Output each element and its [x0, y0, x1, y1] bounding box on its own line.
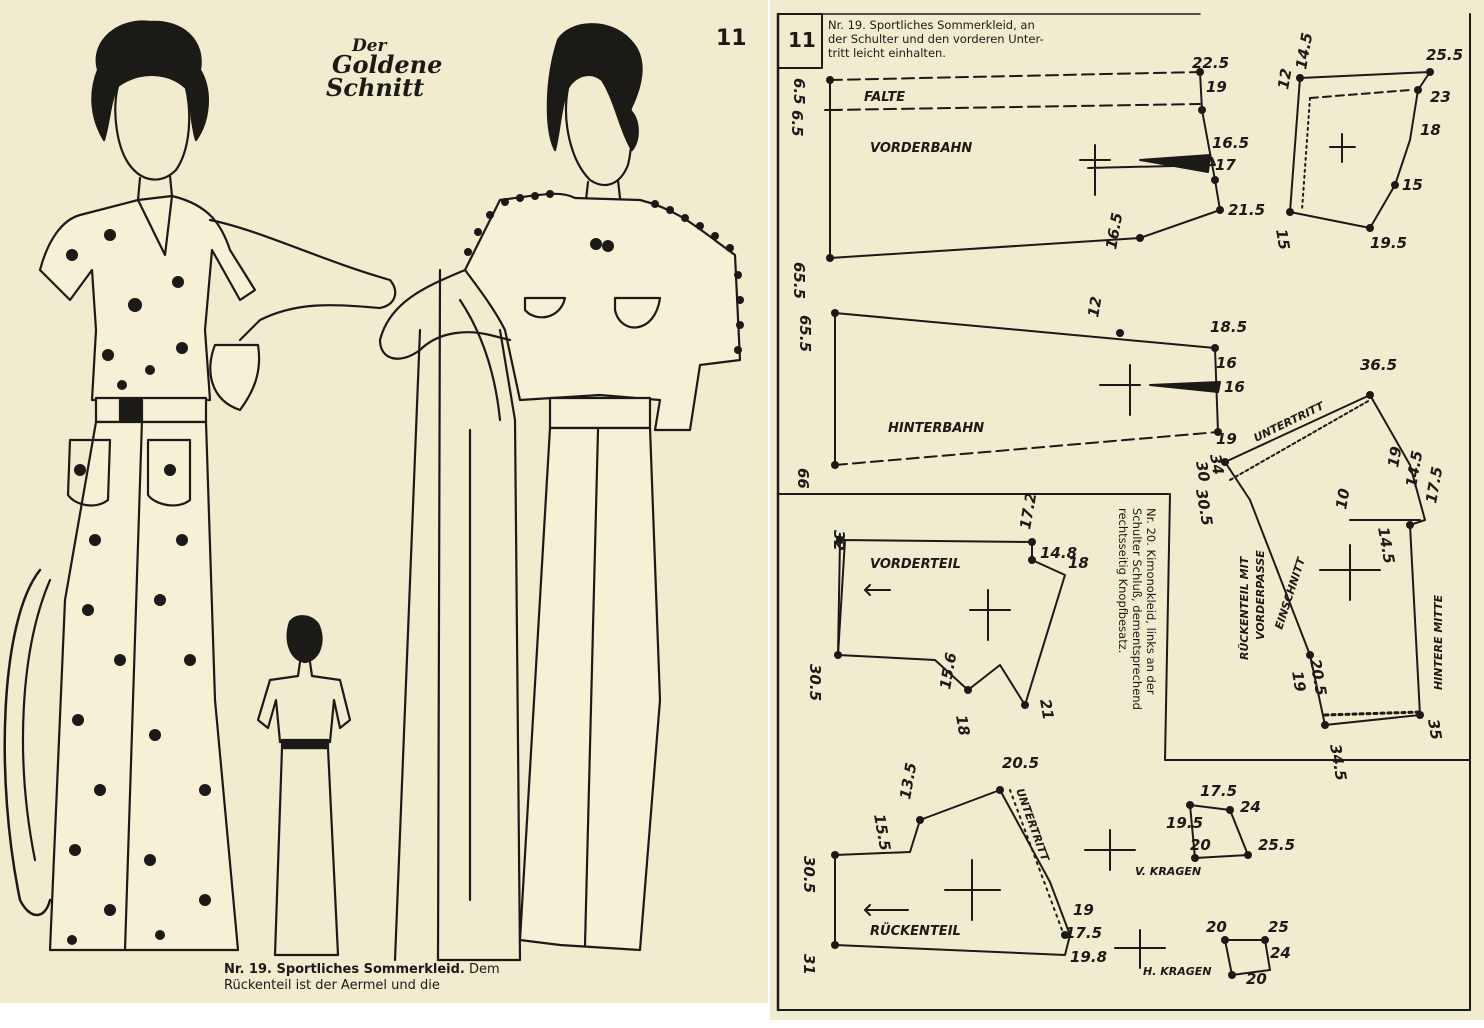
label-einschnitt: EINSCHNITT: [1272, 555, 1308, 631]
svg-text:19: 19: [1206, 78, 1227, 96]
svg-text:24: 24: [1270, 944, 1291, 962]
label-rueckenteil: RÜCKENTEIL: [870, 923, 961, 939]
cape-trim-dots: [464, 190, 744, 354]
svg-text:19: 19: [1384, 445, 1405, 469]
svg-text:17.2: 17.2: [1016, 491, 1040, 531]
label-h-kragen: H. KRAGEN: [1143, 965, 1211, 978]
label-vorderteil: VORDERTEIL: [870, 557, 961, 572]
label-vorderpasse: VORDERPASSE: [1254, 550, 1267, 640]
pattern-diagram: FALTE VORDERBAHN HINTERBAHN VORDERTEIL R…: [776, 12, 1471, 1012]
svg-text:34.5: 34.5: [1326, 743, 1350, 783]
svg-text:30.5: 30.5: [800, 856, 818, 893]
svg-text:12: 12: [1274, 67, 1295, 91]
svg-text:22.5: 22.5: [1192, 54, 1229, 72]
svg-text:65.5: 65.5: [796, 315, 814, 352]
svg-text:17.5: 17.5: [1422, 465, 1446, 505]
svg-text:23: 23: [1430, 88, 1451, 106]
svg-text:30: 30: [1192, 460, 1213, 484]
svg-text:17: 17: [1215, 156, 1236, 174]
svg-text:21: 21: [1036, 698, 1057, 722]
svg-text:24: 24: [1240, 798, 1261, 816]
svg-text:16: 16: [1224, 378, 1245, 396]
left-page-number: 11: [716, 26, 747, 51]
svg-text:34: 34: [1206, 453, 1227, 477]
svg-text:10: 10: [1332, 487, 1353, 511]
figure-back-view: [256, 615, 352, 957]
svg-text:15: 15: [1402, 176, 1423, 194]
svg-text:20.5: 20.5: [1002, 754, 1039, 772]
svg-text:20: 20: [1206, 918, 1227, 936]
svg-text:6.5: 6.5: [788, 110, 806, 137]
svg-text:14.5: 14.5: [1292, 31, 1316, 71]
label-vorderbahn: VORDERBAHN: [870, 141, 972, 156]
svg-text:36.5: 36.5: [1360, 356, 1397, 374]
label-untertritt-top: UNTERTRITT: [1252, 399, 1328, 445]
svg-text:25.5: 25.5: [1426, 46, 1463, 64]
svg-text:16.5: 16.5: [1102, 211, 1126, 251]
svg-text:14.5: 14.5: [1374, 526, 1398, 566]
svg-text:19.8: 19.8: [1070, 948, 1107, 966]
svg-text:30.5: 30.5: [806, 664, 824, 701]
label-rueckenteil-mit: RÜCKENTEIL MIT: [1237, 555, 1251, 660]
magazine-logo: Der Goldene Schnitt: [326, 36, 443, 102]
svg-text:66: 66: [794, 468, 812, 489]
svg-text:19: 19: [1288, 670, 1309, 694]
svg-text:18: 18: [952, 714, 973, 738]
svg-text:20: 20: [1190, 836, 1211, 854]
svg-text:19.5: 19.5: [1166, 814, 1203, 832]
svg-text:65.5: 65.5: [790, 262, 808, 299]
label-falte: FALTE: [864, 90, 905, 105]
svg-text:6.5: 6.5: [790, 78, 808, 105]
label-hintere-mitte: HINTERE MITTE: [1432, 594, 1445, 690]
svg-text:12: 12: [1084, 295, 1105, 319]
svg-text:20.5: 20.5: [1306, 658, 1330, 698]
left-page-illustration: 11 Der Goldene Schnitt: [0, 0, 768, 1003]
svg-text:25.5: 25.5: [1258, 836, 1295, 854]
svg-text:20: 20: [1246, 970, 1267, 988]
label-v-kragen: V. KRAGEN: [1135, 865, 1201, 878]
svg-text:16.5: 16.5: [1212, 134, 1249, 152]
svg-text:19.5: 19.5: [1370, 234, 1407, 252]
svg-text:17.5: 17.5: [1200, 782, 1237, 800]
svg-text:16: 16: [1216, 354, 1237, 372]
svg-text:15.6: 15.6: [936, 651, 960, 691]
svg-text:19: 19: [1216, 430, 1237, 448]
svg-text:15: 15: [1272, 228, 1293, 252]
svg-text:30.5: 30.5: [1192, 488, 1216, 528]
svg-text:17.5: 17.5: [1065, 924, 1102, 942]
svg-text:13.5: 13.5: [896, 761, 920, 801]
svg-text:18: 18: [1420, 121, 1441, 139]
pattern-points: [826, 68, 1434, 979]
fashion-illustration: [3, 20, 744, 962]
svg-text:18.5: 18.5: [1210, 318, 1247, 336]
figure-floral-dress: [3, 20, 397, 952]
svg-text:18: 18: [1068, 554, 1089, 572]
svg-text:31: 31: [800, 954, 818, 975]
figure-cape-dress: [378, 23, 742, 962]
label-hinterbahn: HINTERBAHN: [888, 421, 984, 436]
left-caption: Nr. 19. Sportliches Sommerkleid. Dem Rüc…: [224, 962, 500, 993]
svg-text:14.8: 14.8: [1040, 544, 1077, 562]
floral-pattern: [66, 229, 211, 945]
svg-text:19: 19: [1073, 901, 1094, 919]
svg-text:15.5: 15.5: [870, 813, 894, 853]
svg-text:35: 35: [1424, 718, 1445, 742]
svg-text:14.5: 14.5: [1402, 449, 1426, 489]
right-page-patterns: Nr. 19. Sportliches Sommerkleid, an der …: [770, 0, 1484, 1020]
svg-text:25: 25: [1268, 918, 1289, 936]
right-page-number: 11: [788, 28, 816, 52]
svg-text:21.5: 21.5: [1228, 201, 1265, 219]
header-note: Nr. 19. Sportliches Sommerkleid, an der …: [828, 18, 1044, 60]
